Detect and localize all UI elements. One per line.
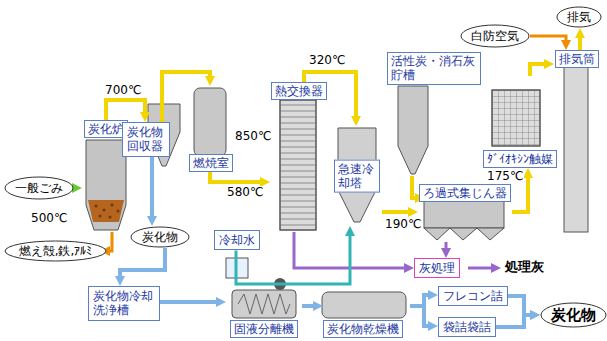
flow-arrow <box>160 300 219 304</box>
ellipse-shape <box>5 241 106 261</box>
temperature-label: 190℃ <box>384 218 422 231</box>
product-ellipse: 炭化物 <box>540 302 607 328</box>
catalyst-grid <box>492 90 540 146</box>
node-label: 排気 <box>567 10 591 24</box>
node-label: 袋詰袋詰 <box>443 320 491 334</box>
node-label: 炭化物冷却洗浄槽 <box>93 289 155 318</box>
separator-screw <box>238 294 290 314</box>
separator-drum <box>232 290 296 318</box>
ash-arrow <box>468 267 494 270</box>
temperature-label: 500℃ <box>30 212 68 225</box>
flow-arrow <box>107 232 112 251</box>
process-box: 冷却水 <box>214 230 260 250</box>
node-label: 急速冷却塔 <box>334 160 380 193</box>
node-label: 炭化物回収器 <box>127 125 165 154</box>
ellipse-shape <box>557 7 601 27</box>
dryer-unit: 炭化物乾燥機 <box>316 288 410 338</box>
flow-arrow <box>74 187 75 190</box>
heat-exchanger-body <box>280 100 316 230</box>
baghouse-unit: ろ過式集じん器 <box>418 184 512 242</box>
flow-arrow <box>120 248 165 279</box>
flow-arrow <box>302 304 316 308</box>
flow-arrow <box>578 35 582 50</box>
tower-unit: 急速冷却塔 <box>332 126 382 226</box>
flow-arrow <box>382 210 411 214</box>
process-box: 灰処理 <box>414 258 460 278</box>
furnace-bed <box>88 200 124 222</box>
process-box: フレコン詰 <box>438 286 508 306</box>
input-ellipse: 一般ごみ <box>4 176 74 200</box>
node-label: 燃え殻,鉄,ｱﾙﾐ <box>19 244 93 258</box>
node-label: ろ過式集じん器 <box>419 184 511 202</box>
stack-unit: 排気筒 <box>554 50 600 232</box>
combustion-chamber <box>194 88 226 156</box>
flow-arrow <box>530 64 547 76</box>
node-label: 熱交換器 <box>271 82 327 100</box>
silo <box>398 86 428 174</box>
baghouse-hoppers <box>424 228 504 240</box>
flow-arrow <box>496 315 533 327</box>
flow-arrow <box>530 36 566 43</box>
flow-arrow <box>150 157 154 219</box>
stack <box>564 56 588 232</box>
temperature-label: 175℃ <box>486 170 524 183</box>
catalyst-body <box>492 90 540 146</box>
dryer-drum <box>322 292 406 318</box>
heat-exchanger-tubes <box>280 100 316 230</box>
product-ellipse: 炭化物 <box>130 226 190 248</box>
furnace-body <box>86 140 126 230</box>
node-label: 冷却水 <box>219 233 255 247</box>
node-label: 灰処理 <box>419 261 455 275</box>
ellipse-shape <box>131 227 189 247</box>
node-label: 排気筒 <box>555 50 599 68</box>
flow-arrow <box>106 100 145 120</box>
process-box: 炭化物回収器 <box>122 122 170 157</box>
node-label: 一般ごみ <box>15 181 63 195</box>
flow-arrow <box>162 72 210 122</box>
chamber-unit: 燃焼室 <box>188 86 234 172</box>
exchanger-unit: 熱交換器 <box>270 82 328 232</box>
node-label: 炭化物 <box>551 306 596 324</box>
silo-unit: 活性炭・消石灰貯槽 <box>386 52 482 176</box>
ellipse-shape <box>461 25 529 47</box>
node-label: 燃焼室 <box>189 154 233 172</box>
node-label: フレコン詰 <box>443 289 503 303</box>
catalyst-unit: ﾀﾞｲｵｷｼﾝ触媒 <box>482 76 558 168</box>
node-label: 活性炭・消石灰貯槽 <box>387 52 481 85</box>
baghouse-body <box>424 200 504 228</box>
flow-arrow <box>210 172 263 182</box>
temperature-label: 320℃ <box>308 54 346 67</box>
flow-arrow <box>508 296 533 315</box>
node-label: 炭化物乾燥機 <box>323 320 403 338</box>
temperature-label: 850℃ <box>234 130 272 143</box>
temperature-label: 700℃ <box>104 84 142 97</box>
flow-arrow <box>412 176 418 198</box>
ellipse-shape <box>5 177 73 199</box>
process-box: 炭化物冷却洗浄槽 <box>88 286 160 321</box>
flow-arrow <box>410 306 431 326</box>
node-label: 固液分離機 <box>230 320 298 338</box>
input-ellipse: 白防空気 <box>460 24 530 48</box>
temperature-label: 580℃ <box>226 186 264 199</box>
node-label: 白防空気 <box>471 29 519 43</box>
output-ellipse: 排気 <box>556 6 602 28</box>
node-label: ﾀﾞｲｵｷｼﾝ触媒 <box>483 150 557 168</box>
output-ellipse: 燃え殻,鉄,ｱﾙﾐ <box>4 240 107 262</box>
process-box: 袋詰袋詰 <box>438 317 496 337</box>
ellipse-shape <box>541 303 606 327</box>
flow-arrow <box>445 242 448 251</box>
output-label: 処理灰 <box>504 260 545 274</box>
node-label: 炭化物 <box>142 230 178 244</box>
separator-unit: 固液分離機 <box>226 288 302 338</box>
bed-grains <box>95 204 120 219</box>
